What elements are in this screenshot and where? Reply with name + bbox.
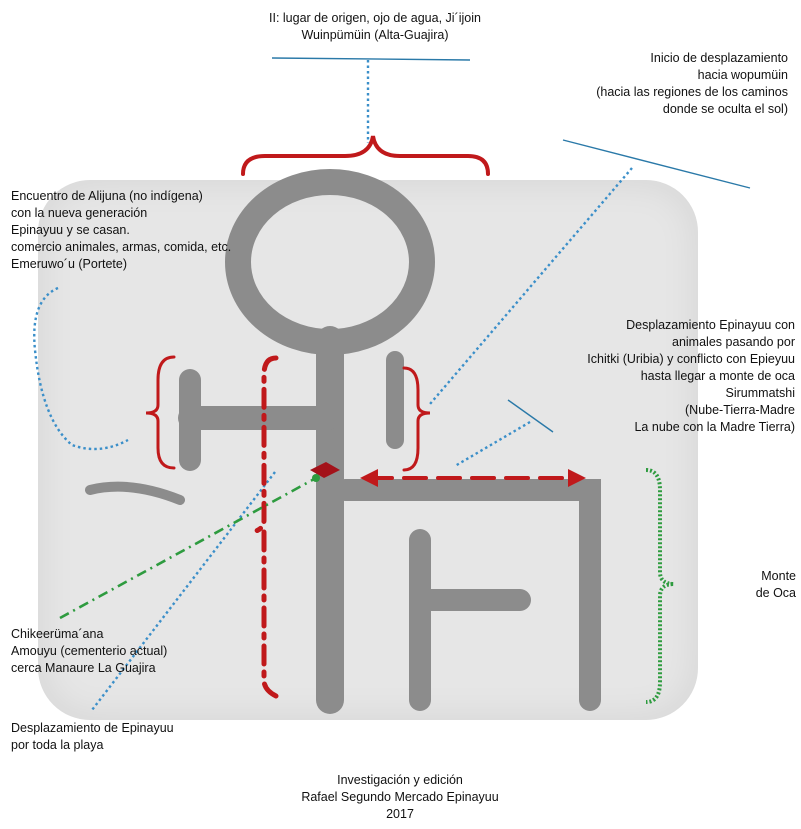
encounter-line4: comercio animales, armas, comida, etc. bbox=[11, 239, 231, 256]
displacement-line5: Sirummatshi bbox=[490, 385, 795, 402]
start-line4: donde se oculta el sol) bbox=[520, 101, 788, 118]
displacement-line3: Ichitki (Uribia) y conflicto con Epieyuu bbox=[490, 351, 795, 368]
displacement-line7: La nube con la Madre Tierra) bbox=[490, 419, 795, 436]
displacement-line4: hasta llegar a monte de oca bbox=[490, 368, 795, 385]
start-line1: Inicio de desplazamiento bbox=[520, 50, 788, 67]
monte-line2: de Oca bbox=[700, 585, 796, 602]
start-label: Inicio de desplazamiento hacia wopumüin … bbox=[520, 50, 788, 118]
start-pointer-line bbox=[563, 140, 750, 188]
monte-line1: Monte bbox=[700, 568, 796, 585]
monte-bracket bbox=[646, 470, 674, 702]
cemetery-dot bbox=[312, 474, 320, 482]
beach-line2: por toda la playa bbox=[11, 737, 174, 754]
encounter-connector bbox=[34, 288, 128, 449]
displacement-line6: (Nube-Tierra-Madre bbox=[490, 402, 795, 419]
origin-line1: II: lugar de origen, ojo de agua, Ji´ijo… bbox=[250, 10, 500, 27]
displacement-animals-label: Desplazamiento Epinayuu con animales pas… bbox=[490, 317, 795, 436]
credits-line2: Rafael Segundo Mercado Epinayuu bbox=[250, 789, 550, 806]
displacement-line1: Desplazamiento Epinayuu con bbox=[490, 317, 795, 334]
beach-line1: Desplazamiento de Epinayuu bbox=[11, 720, 174, 737]
cemetery-connector bbox=[60, 478, 316, 618]
arm-bracket-right bbox=[404, 368, 430, 470]
encounter-line1: Encuentro de Alijuna (no indígena) bbox=[11, 188, 231, 205]
origin-line2: Wuinpümüin (Alta-Guajira) bbox=[250, 27, 500, 44]
start-line3: (hacia las regiones de los caminos bbox=[520, 84, 788, 101]
displacement-line2: animales pasando por bbox=[490, 334, 795, 351]
beach-label: Desplazamiento de Epinayuu por toda la p… bbox=[11, 720, 174, 754]
monte-label: Monte de Oca bbox=[700, 568, 796, 602]
cemetery-line3: cerca Manaure La Guajira bbox=[11, 660, 167, 677]
carving-head-ring bbox=[238, 182, 422, 342]
start-line2: hacia wopumüin bbox=[520, 67, 788, 84]
encounter-line5: Emeruwo´u (Portete) bbox=[11, 256, 231, 273]
carving-frame bbox=[345, 490, 590, 700]
cemetery-label: Chikeerüma´ana Amouyu (cementerio actual… bbox=[11, 626, 167, 677]
head-bracket bbox=[243, 136, 488, 174]
origin-underline bbox=[272, 58, 470, 60]
encounter-line3: Epinayuu y se casan. bbox=[11, 222, 231, 239]
credits-line3: 2017 bbox=[250, 806, 550, 823]
credits-line1: Investigación y edición bbox=[250, 772, 550, 789]
origin-label: II: lugar de origen, ojo de agua, Ji´ijo… bbox=[250, 10, 500, 44]
encounter-line2: con la nueva generación bbox=[11, 205, 231, 222]
credits-label: Investigación y edición Rafael Segundo M… bbox=[250, 772, 550, 823]
carving-left-sign bbox=[90, 487, 180, 500]
cemetery-line1: Chikeerüma´ana bbox=[11, 626, 167, 643]
cemetery-line2: Amouyu (cementerio actual) bbox=[11, 643, 167, 660]
encounter-label: Encuentro de Alijuna (no indígena) con l… bbox=[11, 188, 231, 273]
arm-bracket-left bbox=[146, 357, 174, 468]
